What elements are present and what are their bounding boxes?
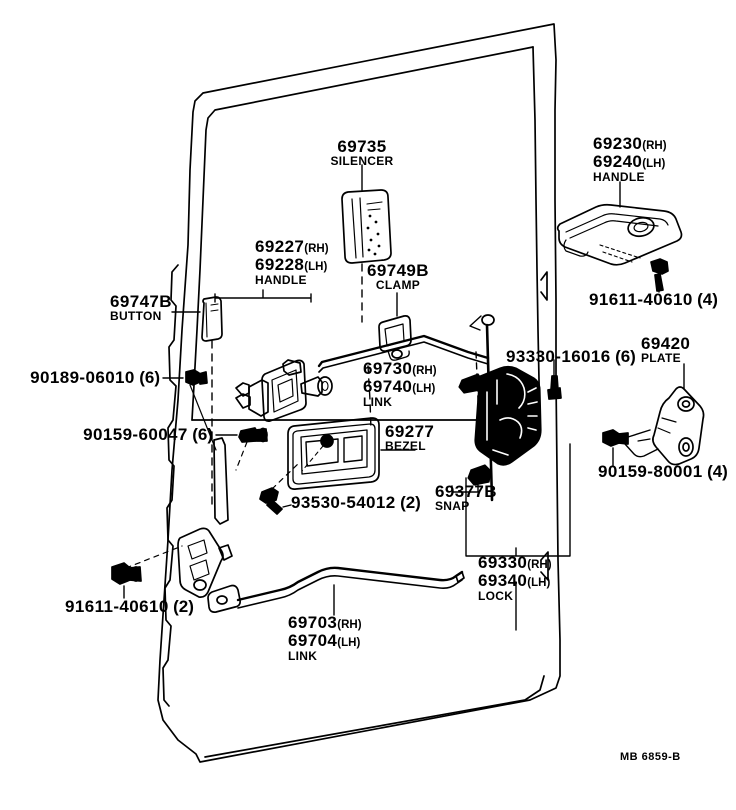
label-screw-90189[interactable]: 90189-06010 (6) xyxy=(30,368,160,387)
door-left-jagged-edge xyxy=(162,264,179,707)
door-outer-outline xyxy=(157,23,561,763)
part-lock-detail xyxy=(486,373,538,456)
part-screw-90159-80001 xyxy=(602,429,629,447)
label-lock[interactable]: 69330(RH) 69340(LH) LOCK xyxy=(478,553,552,603)
bracket-lock xyxy=(465,443,571,557)
part-screw-91611-bottom xyxy=(111,562,142,585)
label-link-upper[interactable]: 69730(RH) 69740(LH) LINK xyxy=(363,359,437,409)
leader-screw-90189b xyxy=(189,384,217,451)
label-screw-91611-top[interactable]: 91611-40610 (4) xyxy=(589,290,718,309)
label-clamp[interactable]: 69749B CLAMP xyxy=(367,261,429,292)
label-button[interactable]: 69747B BUTTON xyxy=(110,292,172,323)
door-window-frame xyxy=(191,46,534,421)
dash-center-down xyxy=(367,365,372,431)
part-clamp-69749b xyxy=(378,314,412,361)
label-screw-91611-bottom[interactable]: 91611-40610 (2) xyxy=(65,597,194,616)
part-outer-handle-69230 xyxy=(556,203,683,266)
part-plate-69420 xyxy=(623,386,705,466)
dash-90159-60047-down xyxy=(235,441,248,471)
leader-screw-93530 xyxy=(282,504,292,508)
label-screw-90159-80001[interactable]: 90159-80001 (4) xyxy=(598,462,728,481)
leader-snap xyxy=(451,484,479,493)
part-screw-91611-top xyxy=(650,258,669,292)
part-lock-latch xyxy=(458,373,483,394)
part-link-lower-69703 xyxy=(236,566,465,609)
label-screw-93530[interactable]: 93530-54012 (2) xyxy=(291,493,421,512)
label-snap[interactable]: 69377B SNAP xyxy=(435,482,497,513)
part-screw-90189 xyxy=(185,369,208,386)
part-clip-93330 xyxy=(547,375,562,400)
part-silencer-69735 xyxy=(341,189,392,264)
diagram-footer-code: MB 6859-B xyxy=(620,751,681,763)
label-plate[interactable]: 69420 PLATE xyxy=(641,334,691,365)
label-link-lower[interactable]: 69703(RH) 69704(LH) LINK xyxy=(288,613,362,663)
part-link-upper-69730 xyxy=(317,334,490,373)
door-window-frame-right xyxy=(532,46,541,421)
label-screw-90159-60047[interactable]: 90159-60047 (6) xyxy=(83,425,213,444)
label-inner-handle[interactable]: 69227(RH) 69228(LH) HANDLE xyxy=(255,237,329,287)
dash-bezel-screw xyxy=(271,461,301,490)
part-screw-93530 xyxy=(259,487,283,515)
label-clip-93330[interactable]: 93330-16016 (6) xyxy=(506,347,636,366)
dash-lever-mount xyxy=(125,545,183,569)
part-lower-lever xyxy=(177,437,241,613)
part-bezel-69277 xyxy=(287,417,380,490)
label-bezel[interactable]: 69277 BEZEL xyxy=(385,422,435,453)
door-lower-diagonal xyxy=(204,675,545,758)
part-screw-90159-60047 xyxy=(238,427,268,443)
bracket-inner-handle xyxy=(214,289,312,303)
part-button-69747b xyxy=(201,296,223,342)
part-inner-handle-69227 xyxy=(235,359,333,423)
label-outer-handle[interactable]: 69230(RH) 69240(LH) HANDLE xyxy=(593,134,667,184)
label-silencer[interactable]: 69735 SILENCER xyxy=(330,137,394,168)
part-snap-69377b xyxy=(467,464,492,486)
door-right-edge-detail xyxy=(540,271,548,301)
